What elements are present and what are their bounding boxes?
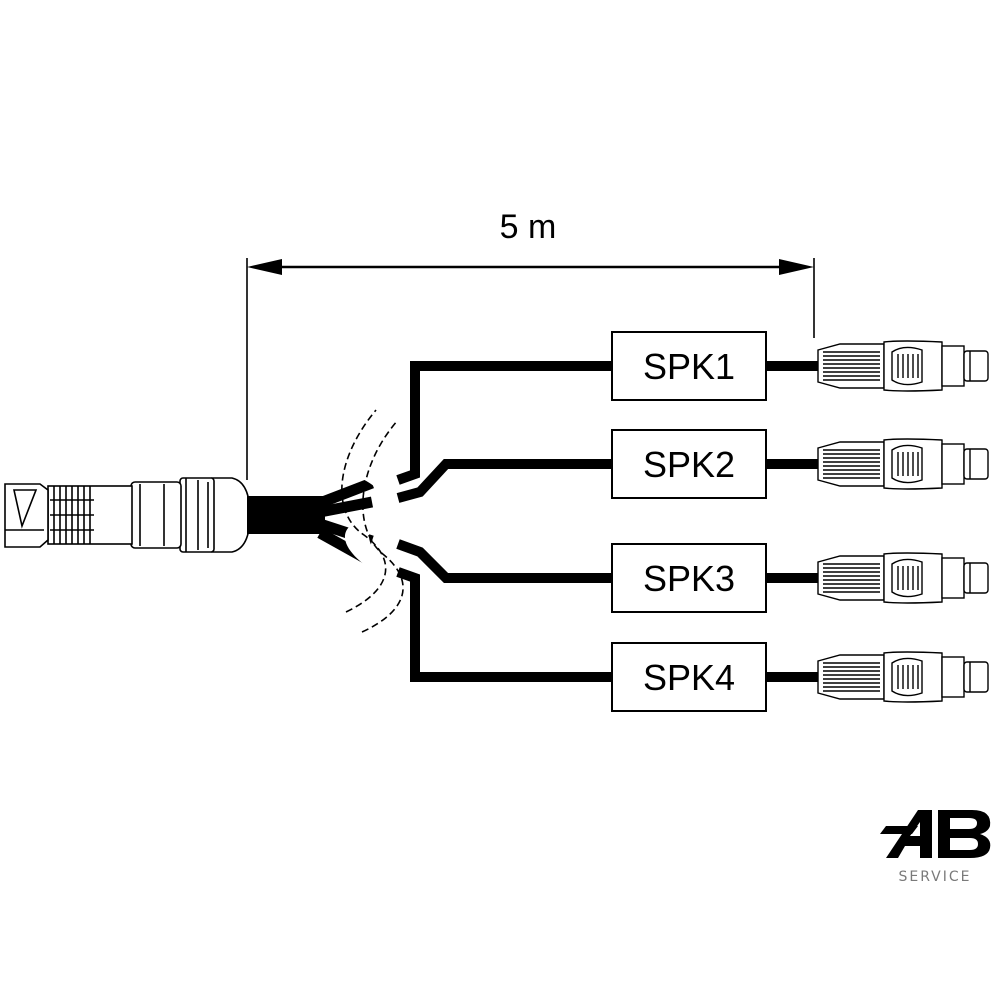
output-label: SPK1: [643, 346, 735, 387]
output-label: SPK2: [643, 444, 735, 485]
connector-shell: [130, 481, 182, 549]
main-connector: [4, 477, 251, 553]
speakon-connector: [817, 651, 989, 703]
connector-tip: [963, 350, 989, 382]
output-label-box: [611, 642, 767, 712]
connector-neck: [941, 443, 965, 485]
speakon-connector: [817, 552, 989, 604]
cable-break: [341, 409, 418, 633]
output-1: SPK1: [611, 331, 989, 401]
speakon-connector: [817, 340, 989, 392]
connector-boot: [817, 441, 885, 487]
output-label-box: [611, 429, 767, 499]
break-line-right: [361, 419, 404, 633]
arrowhead-left: [247, 259, 282, 275]
break-line-left: [341, 409, 387, 613]
coupling-nut: [179, 477, 215, 553]
connector-grip: [891, 558, 923, 598]
connector-neck: [941, 656, 965, 698]
output-2: SPK2: [611, 429, 989, 499]
output-wires: [396, 361, 612, 682]
connector-grip: [891, 346, 923, 386]
connector-tip: [963, 661, 989, 693]
connector-tip: [963, 448, 989, 480]
connector-boot: [211, 477, 251, 553]
connector-boot: [817, 343, 885, 389]
output-label: SPK3: [643, 558, 735, 599]
wire-1: [396, 361, 612, 485]
dimension-label: 5 m: [500, 208, 557, 246]
wire-4: [396, 567, 612, 682]
connector-grip: [891, 444, 923, 484]
wire-1-fan: [318, 477, 374, 509]
ab-service-logo: SERVICE: [880, 810, 991, 885]
speakon-connector: [817, 438, 989, 490]
output-4: SPK4: [611, 642, 989, 712]
output-label-box: [611, 543, 767, 613]
connector-tip: [963, 562, 989, 594]
wire-3: [396, 539, 612, 583]
logo-subtitle: SERVICE: [898, 869, 971, 885]
wire-2: [396, 459, 612, 503]
connector-neck: [941, 557, 965, 599]
output-label: SPK4: [643, 657, 735, 698]
connector-boot: [817, 654, 885, 700]
output-3: SPK3: [611, 543, 989, 613]
connector-neck: [941, 345, 965, 387]
connector-grip: [891, 657, 923, 697]
ab-logo-mark: [880, 810, 991, 858]
dimension-group: 5 m: [246, 208, 815, 480]
connector-boot: [817, 555, 885, 601]
arrowhead-right: [779, 259, 814, 275]
output-label-box: [611, 331, 767, 401]
